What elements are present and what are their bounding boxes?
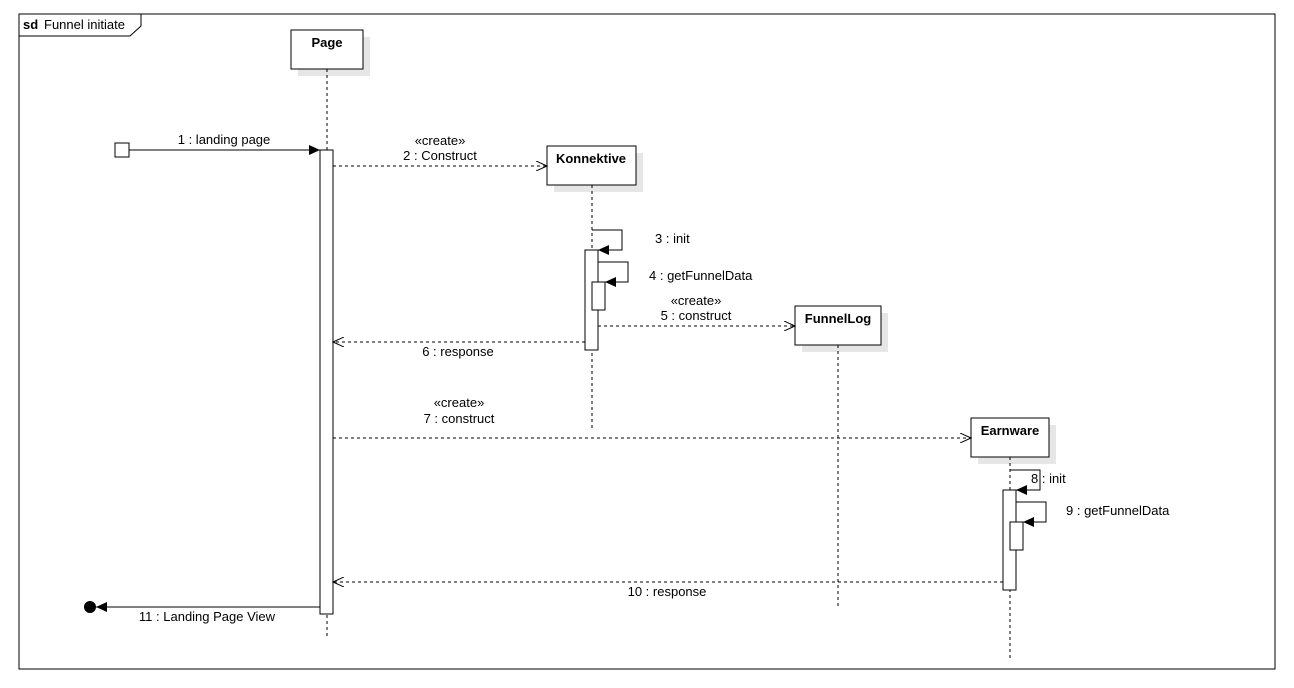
frame-title: Funnel initiate — [44, 17, 125, 32]
message-11-label: 11 : Landing Page View — [139, 609, 276, 624]
konnektive-nested-activation — [591, 281, 606, 311]
message-8-label: 8 : init — [1031, 471, 1066, 486]
message-2-label: 2 : Construct — [403, 148, 477, 163]
message-10-label: 10 : response — [628, 584, 707, 599]
message-4-arrow — [598, 261, 629, 287]
message-3-label: 3 : init — [655, 231, 690, 246]
funnellog-lifeline-label: FunnelLog — [805, 311, 871, 326]
page-lifeline-label: Page — [311, 35, 342, 50]
frame-border — [18, 13, 1276, 670]
message-4-label: 4 : getFunnelData — [649, 268, 753, 283]
message-7-label: 7 : construct — [424, 411, 495, 426]
message-2-stereotype: «create» — [415, 133, 466, 148]
earnware-lifeline-label: Earnware — [981, 423, 1040, 438]
message-9-label: 9 : getFunnelData — [1066, 503, 1170, 518]
frame-tab — [19, 13, 142, 37]
message-8-arrow — [1010, 469, 1041, 495]
message-5-stereotype: «create» — [671, 293, 722, 308]
message-5-label: 5 : construct — [661, 308, 732, 323]
konnektive-lifeline-label: Konnektive — [556, 151, 626, 166]
frame-keyword: sd — [23, 17, 38, 32]
message-3-arrow — [592, 229, 623, 255]
message-6-label: 6 : response — [422, 344, 494, 359]
found-message-gate — [114, 142, 130, 158]
message-1-label: 1 : landing page — [178, 132, 271, 147]
page-lifeline-head[interactable] — [290, 29, 364, 70]
earnware-nested-activation — [1009, 521, 1024, 551]
page-activation — [319, 149, 334, 615]
konnektive-lifeline-head[interactable] — [546, 145, 637, 186]
message-7-stereotype: «create» — [434, 395, 485, 410]
lost-message-endpoint — [84, 601, 96, 613]
message-9-arrow — [1016, 501, 1047, 527]
